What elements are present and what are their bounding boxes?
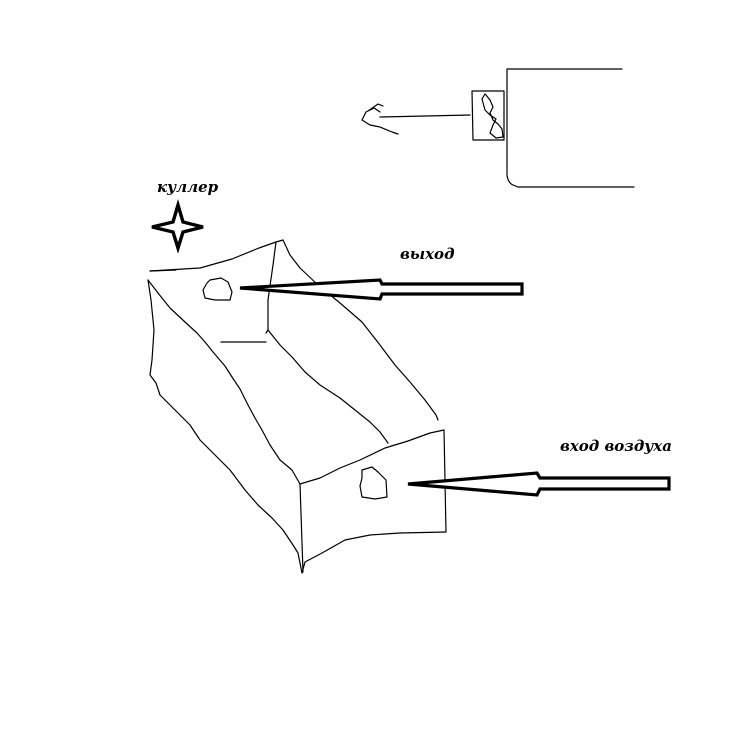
box-front-left-edge	[299, 483, 304, 573]
box-middle-groove	[267, 329, 389, 444]
air-inlet-label: вход воздуха	[560, 437, 672, 455]
detail-port-squiggle	[481, 93, 504, 139]
housing-box	[147, 239, 447, 574]
box-top-vertical	[265, 241, 277, 334]
box-top-edge	[149, 239, 284, 272]
box-top-tab	[149, 269, 177, 272]
detail-enclosure-outline	[506, 68, 635, 188]
four-point-star-icon	[151, 198, 204, 254]
box-left-edge	[147, 279, 161, 396]
air-inlet-arrow	[407, 471, 671, 497]
detail-scribble	[361, 103, 399, 135]
box-front-bottom-line	[301, 531, 447, 574]
outlet-port-hole	[202, 277, 233, 301]
outlet-arrow	[239, 278, 524, 301]
inlet-port-hole	[359, 466, 388, 500]
box-inner-slope-edge	[147, 279, 301, 485]
detail-pointer-line	[379, 114, 471, 118]
detail-sketch	[361, 68, 635, 188]
outlet-label: выход	[400, 245, 455, 263]
box-front-top-edge	[299, 429, 445, 485]
box-right-top-edge	[282, 239, 439, 421]
box-front-bottom-edge	[159, 394, 303, 574]
detail-port-box	[471, 90, 505, 141]
cooler-label: куллер	[157, 178, 219, 196]
